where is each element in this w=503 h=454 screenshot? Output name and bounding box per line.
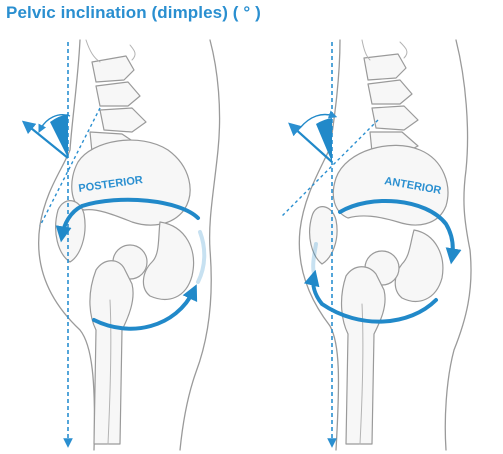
- posterior-rotation-arrow-fade: [198, 232, 204, 282]
- femur-right: [342, 251, 399, 444]
- body-front-outline-right: [445, 40, 471, 450]
- spine: [86, 40, 146, 156]
- posterior-panel: POSTERIOR: [26, 40, 220, 450]
- pubic-ring-right: [395, 230, 443, 301]
- anterior-panel: ANTERIOR: [282, 40, 471, 450]
- femur: [90, 245, 147, 444]
- spine-right: [362, 40, 418, 154]
- anterior-rotation-arrow-fade: [313, 244, 316, 274]
- pubic-ring: [143, 222, 193, 299]
- sacrum: [56, 201, 85, 262]
